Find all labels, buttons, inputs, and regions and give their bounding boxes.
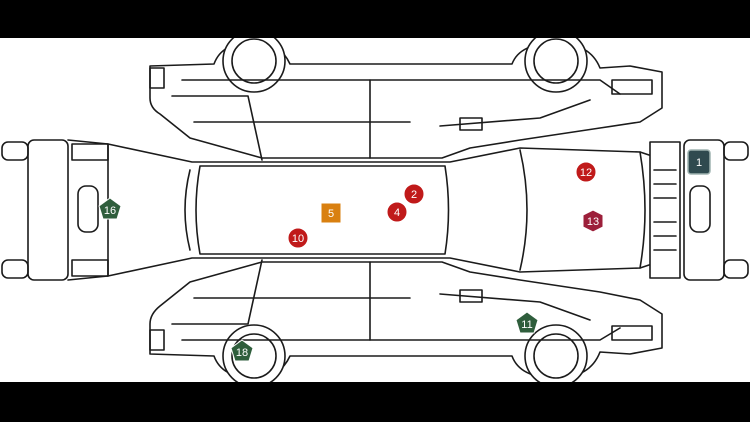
marker-1-shape bbox=[687, 149, 711, 175]
marker-2-shape bbox=[403, 183, 425, 205]
damage-marker-13[interactable]: 13 bbox=[582, 209, 604, 233]
bottom-side-view bbox=[149, 259, 663, 382]
damage-marker-1[interactable]: 1 bbox=[687, 149, 711, 175]
damage-marker-16[interactable]: 16 bbox=[98, 197, 122, 220]
marker-16-label: 16 bbox=[104, 205, 116, 217]
top-down-view bbox=[107, 143, 653, 277]
damage-marker-12[interactable]: 12 bbox=[575, 161, 597, 183]
damage-marker-18[interactable]: 18 bbox=[230, 339, 254, 362]
damage-marker-5[interactable]: 5 bbox=[320, 202, 342, 224]
marker-11-shape bbox=[515, 311, 539, 334]
marker-16-shape bbox=[98, 197, 122, 220]
marker-5-label: 5 bbox=[328, 208, 334, 220]
damage-marker-2[interactable]: 2 bbox=[403, 183, 425, 205]
marker-4-label: 4 bbox=[394, 207, 400, 219]
marker-13-label: 13 bbox=[587, 216, 599, 228]
car-outline-drawing: 1 2 4 5 10 11 12 13 bbox=[1, 38, 749, 382]
rear-end-view bbox=[1, 139, 109, 281]
marker-2-label: 2 bbox=[411, 189, 417, 201]
damage-marker-4[interactable]: 4 bbox=[386, 201, 408, 223]
vehicle-damage-diagram: 1 2 4 5 10 11 12 13 bbox=[0, 38, 750, 382]
marker-11-label: 11 bbox=[521, 319, 532, 331]
marker-12-label: 12 bbox=[580, 167, 592, 179]
marker-10-label: 10 bbox=[292, 233, 304, 245]
marker-4-shape bbox=[386, 201, 408, 223]
front-end-view bbox=[649, 139, 749, 281]
marker-13-shape bbox=[582, 209, 604, 233]
damage-markers: 1 2 4 5 10 11 12 13 bbox=[98, 149, 711, 362]
marker-5-shape bbox=[320, 202, 342, 224]
damage-marker-10[interactable]: 10 bbox=[287, 227, 309, 249]
top-side-view bbox=[149, 38, 663, 161]
marker-10-shape bbox=[287, 227, 309, 249]
marker-18-shape bbox=[230, 339, 254, 362]
marker-1-label: 1 bbox=[696, 157, 702, 169]
marker-18-label: 18 bbox=[236, 347, 248, 359]
damage-marker-11[interactable]: 11 bbox=[515, 311, 539, 334]
marker-12-shape bbox=[575, 161, 597, 183]
